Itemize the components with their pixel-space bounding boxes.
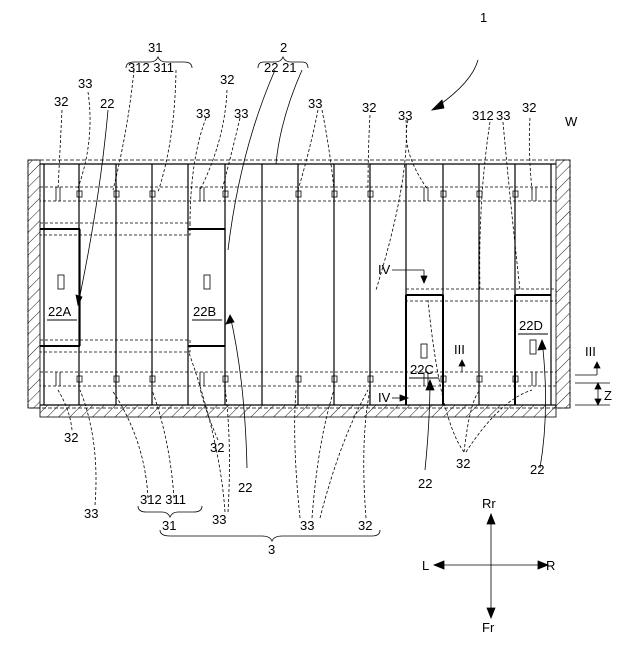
direction-compass <box>434 514 548 618</box>
label-panel-22d: 22D <box>519 318 543 333</box>
section-iii-left <box>459 360 465 372</box>
label-section-iii-right: III <box>585 344 596 359</box>
section-iv-top <box>392 270 427 283</box>
panel-22c-frame <box>406 295 443 405</box>
label-direction-right: R <box>546 558 555 573</box>
label-bottom-32-d: 32 <box>456 456 470 471</box>
label-top-32-b: 32 <box>220 72 234 87</box>
label-bottom-3: 3 <box>268 542 275 557</box>
label-top-2-parts: 22 21 <box>264 60 297 75</box>
label-top-22-a: 22 <box>100 96 114 111</box>
label-top-33-a: 33 <box>78 76 92 91</box>
labels: 1 W 31 312 311 2 22 21 32 33 22 32 33 33… <box>47 10 612 635</box>
label-bottom-32-a: 32 <box>64 430 78 445</box>
label-bottom-33-b: 33 <box>212 512 226 527</box>
label-panel-22c: 22C <box>410 362 434 377</box>
label-gap-z: Z <box>604 388 612 403</box>
label-top-31-parts: 312 311 <box>128 60 174 75</box>
panel-22a-frame <box>40 229 80 346</box>
label-top-2: 2 <box>280 40 287 55</box>
label-bottom-22-b: 22 <box>238 480 252 495</box>
label-top-33-c: 33 <box>234 106 248 121</box>
label-bottom-32-c: 32 <box>358 518 372 533</box>
label-bottom-33-c: 33 <box>300 518 314 533</box>
label-section-iv-top: IV <box>378 262 391 277</box>
label-top-33-d: 33 <box>308 96 322 111</box>
wall-frame <box>28 160 570 417</box>
label-bottom-31: 31 <box>162 518 176 533</box>
label-top-33-f: 33 <box>496 108 510 123</box>
label-top-33-e: 33 <box>398 108 412 123</box>
label-top-32-c: 32 <box>362 100 376 115</box>
label-top-31: 31 <box>148 40 162 55</box>
label-bottom-32-b: 32 <box>210 440 224 455</box>
label-panel-22a: 22A <box>48 304 71 319</box>
label-section-iv-bottom: IV <box>378 390 391 405</box>
label-assembly-1: 1 <box>480 10 487 25</box>
label-bottom-33-a: 33 <box>84 506 98 521</box>
label-top-312: 312 <box>472 108 494 123</box>
label-top-32-d: 32 <box>522 100 536 115</box>
label-direction-front: Fr <box>482 620 495 635</box>
label-panel-22b: 22B <box>193 304 216 319</box>
label-top-32-a: 32 <box>54 94 68 109</box>
label-bottom-22-c: 22 <box>418 476 432 491</box>
vertical-studs <box>44 164 551 405</box>
label-direction-left: L <box>422 558 429 573</box>
label-section-iii-left: III <box>454 342 465 357</box>
label-bottom-22-d: 22 <box>530 462 544 477</box>
label-bottom-31-parts: 312 311 <box>140 492 186 507</box>
label-top-33-b: 33 <box>196 106 210 121</box>
label-direction-rear: Rr <box>482 496 496 511</box>
label-wall-w: W <box>565 114 578 129</box>
top-leader-lines <box>58 70 532 290</box>
panel-22b-frame <box>188 229 225 346</box>
